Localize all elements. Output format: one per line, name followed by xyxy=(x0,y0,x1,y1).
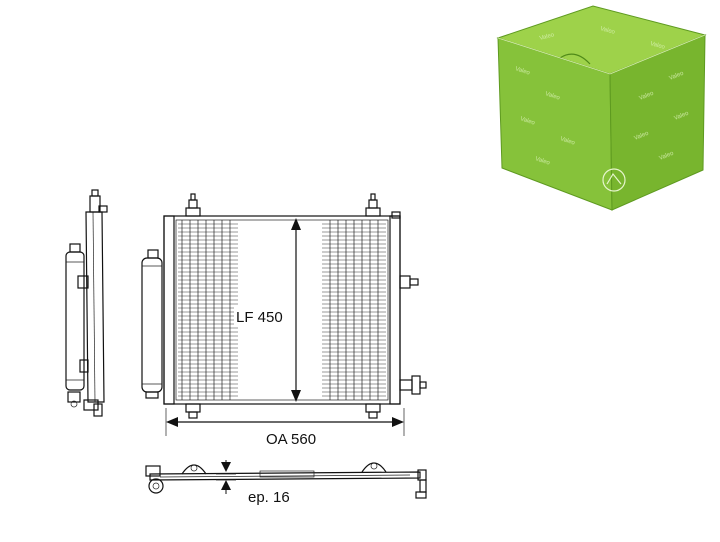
core-tubes xyxy=(181,220,379,400)
bottom-mount-pins xyxy=(185,403,381,419)
thickness-dimension: ep. 16 xyxy=(216,460,290,506)
condenser-top-view: ep. 16 xyxy=(145,460,427,506)
height-dimension: LF 450 xyxy=(234,218,301,402)
svg-text:Valeo: Valeo xyxy=(559,136,576,147)
svg-text:Valeo: Valeo xyxy=(534,156,551,167)
svg-text:Valeo: Valeo xyxy=(649,41,666,51)
valeo-product-box: Valeo Valeo Valeo Valeo Valeo Valeo Vale… xyxy=(496,5,707,211)
top-mount-pins xyxy=(185,193,381,217)
box-brand-pattern: Valeo Valeo Valeo Valeo Valeo Valeo Vale… xyxy=(514,26,690,167)
width-label: OA 560 xyxy=(266,431,316,448)
svg-text:Valeo: Valeo xyxy=(634,130,651,141)
thickness-label: ep. 16 xyxy=(248,489,290,506)
svg-text:Valeo: Valeo xyxy=(539,32,556,42)
condenser-side-view xyxy=(65,189,108,417)
condenser-front-view: LF 450 OA 560 xyxy=(141,193,427,448)
height-label: LF 450 xyxy=(236,309,283,326)
width-dimension: OA 560 xyxy=(165,408,405,448)
inlet-outlet-fittings xyxy=(391,211,427,395)
core-fins-left xyxy=(178,223,238,397)
svg-text:Valeo: Valeo xyxy=(669,70,686,81)
svg-text:Valeo: Valeo xyxy=(514,66,531,77)
svg-text:Valeo: Valeo xyxy=(674,110,691,121)
svg-text:Valeo: Valeo xyxy=(544,91,561,102)
svg-text:Valeo: Valeo xyxy=(519,116,536,127)
receiver-dryer xyxy=(141,257,163,393)
svg-text:Valeo: Valeo xyxy=(659,150,676,161)
box-logo-icon xyxy=(602,168,626,192)
svg-text:Valeo: Valeo xyxy=(639,90,656,101)
svg-text:Valeo: Valeo xyxy=(599,26,616,36)
